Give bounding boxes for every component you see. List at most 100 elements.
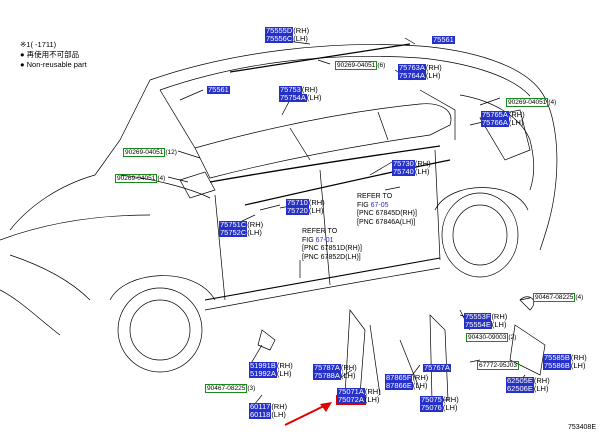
side-indicator: (LH)	[271, 410, 286, 419]
part-label-l14: 90467-08225(4)	[533, 293, 583, 302]
part-number-link[interactable]: 75556C	[265, 34, 294, 43]
part-label-l25: 87865F(RH)87866E(LH)	[385, 374, 428, 390]
side-indicator: (RH)	[570, 353, 587, 362]
side-indicator: (RH)	[412, 373, 429, 382]
part-number-link[interactable]: 75561	[207, 85, 230, 94]
reference-fig-67-01: REFER TO FIG 67-01 [PNC 67851D(RH)] [PNC…	[302, 228, 362, 261]
sub-part-link[interactable]: 90269-04051	[506, 98, 549, 107]
part-number-link[interactable]: 87866E	[385, 381, 413, 390]
part-number-link[interactable]: 62506E	[506, 384, 534, 393]
document-id: 753408E	[567, 424, 596, 431]
part-number-link[interactable]: 75585B	[543, 353, 571, 362]
sub-part-link[interactable]: 90269-04051	[115, 174, 158, 183]
part-label-l3: 90269-04051(6)	[335, 61, 385, 70]
part-number-link[interactable]: 75754A	[279, 93, 307, 102]
legend-date-range: ※1( -1711)	[20, 40, 57, 49]
side-indicator: (RH)	[414, 159, 431, 168]
quantity: (4)	[157, 175, 166, 182]
part-label-l13: 75751C(RH)75752C(LH)	[219, 221, 263, 237]
sub-part-link[interactable]: 90467-08225	[533, 293, 576, 302]
part-label-l8: 75765A(RH)75766A(LH)	[481, 111, 525, 127]
side-indicator: (LH)	[570, 361, 586, 370]
reference-fig-67-05: REFER TO FIG 67-05 [PNC 67845D(RH)] [PNC…	[357, 193, 417, 226]
part-number-link[interactable]: 75730	[392, 159, 415, 168]
part-number-link[interactable]: 51991B	[249, 361, 277, 370]
part-label-l4: 75763A(RH)75764A(LH)	[398, 64, 442, 80]
part-label-l21: 90467-08225(3)	[205, 384, 255, 393]
side-window-frame	[194, 103, 452, 179]
side-indicator: (LH)	[306, 93, 322, 102]
part-number-link[interactable]: 75752C	[219, 228, 248, 237]
part-number-link[interactable]: 75764A	[398, 71, 426, 80]
part-label-l24: 75071A(RH)75072A(LH)	[336, 387, 381, 405]
legend-en-line: ● Non-reusable part	[20, 60, 87, 69]
part-number-link[interactable]: 75072A	[336, 395, 366, 405]
fig-link[interactable]: 67-01	[315, 236, 334, 244]
side-indicator: (LH)	[364, 395, 380, 404]
sub-part-link[interactable]: 67772-95J03	[477, 361, 519, 370]
quantity: (3)	[247, 385, 256, 392]
part-label-l19: 62505E(RH)62506E(LH)	[506, 377, 550, 393]
side-indicator: (LH)	[412, 381, 428, 390]
sub-part-link[interactable]: 90467-08225	[205, 384, 248, 393]
part-number-link[interactable]: 75740	[392, 167, 415, 176]
sub-part-link[interactable]: 90269-04051	[123, 148, 166, 157]
side-indicator: (RH)	[301, 85, 318, 94]
side-indicator: (LH)	[308, 206, 324, 215]
side-indicator: (LH)	[533, 384, 549, 393]
part-number-link[interactable]: 75586B	[543, 361, 571, 370]
part-number-link[interactable]: 75555D	[265, 26, 294, 35]
part-number-link[interactable]: 87865F	[385, 373, 413, 382]
part-number-link[interactable]: 60118	[249, 410, 272, 419]
part-label-l22: 60117(RH)60118(LH)	[249, 403, 287, 419]
part-label-l26: 75767A	[423, 364, 451, 372]
part-label-l5: 75561	[207, 86, 230, 94]
part-number-link[interactable]: 75751C	[219, 220, 248, 229]
side-indicator: (LH)	[508, 118, 524, 127]
quantity: (12)	[165, 149, 177, 156]
part-number-link[interactable]: 75561	[432, 35, 455, 44]
part-number-link[interactable]: 51992A	[249, 369, 277, 378]
highlight-arrow	[284, 403, 329, 426]
part-label-l7: 90269-04051(4)	[506, 98, 556, 107]
part-number-link[interactable]: 75076	[420, 403, 443, 412]
side-indicator: (LH)	[491, 320, 507, 329]
part-number-link[interactable]: 75787A	[313, 363, 341, 372]
part-label-l16: 90430-09003(2)	[466, 333, 516, 342]
part-number-link[interactable]: 62505E	[506, 376, 534, 385]
fig-link[interactable]: 67-05	[370, 201, 389, 209]
part-label-l11: 90269-04051(4)	[115, 174, 165, 183]
part-number-link[interactable]: 75765A	[481, 110, 509, 119]
part-number-link[interactable]: 75553F	[464, 312, 492, 321]
legend: ※1( -1711) ● 再使用不可部品 ● Non-reusable part	[20, 40, 87, 70]
part-number-link[interactable]: 75788A	[313, 371, 341, 380]
side-indicator: (RH)	[425, 63, 442, 72]
part-number-link[interactable]: 75753	[279, 85, 302, 94]
part-label-l15: 75553F(RH)75554E(LH)	[464, 313, 507, 329]
side-indicator: (LH)	[425, 71, 441, 80]
part-number-link[interactable]: 75554E	[464, 320, 492, 329]
side-indicator: (RH)	[442, 395, 459, 404]
part-number-link[interactable]: 60117	[249, 402, 272, 411]
side-indicator: (LH)	[293, 34, 308, 43]
part-number-link[interactable]: 75767A	[423, 363, 451, 372]
part-label-l2: 75561	[432, 36, 455, 44]
side-indicator: (RH)	[271, 402, 288, 411]
part-number-link[interactable]: 75071A	[337, 387, 365, 396]
side-indicator: (LH)	[247, 228, 262, 237]
roof-line	[149, 44, 541, 91]
part-label-l23: 75787A(RH)75788A(LH)	[313, 364, 357, 380]
part-number-link[interactable]: 75710	[286, 198, 309, 207]
quantity: (4)	[548, 99, 557, 106]
part-number-link[interactable]: 75075	[420, 395, 443, 404]
quantity: (6)	[377, 62, 386, 69]
part-label-l10: 75730(RH)75740(LH)	[392, 160, 431, 176]
sub-part-link[interactable]: 90430-09003	[466, 333, 509, 342]
part-number-link[interactable]: 75720	[286, 206, 309, 215]
side-indicator: (RH)	[508, 110, 525, 119]
part-label-l27: 75075(RH)75076(LH)	[420, 396, 459, 412]
sub-part-link[interactable]: 90269-04051	[335, 61, 378, 70]
part-number-link[interactable]: 75763A	[398, 63, 426, 72]
side-indicator: (RH)	[293, 26, 310, 35]
part-number-link[interactable]: 75766A	[481, 118, 509, 127]
